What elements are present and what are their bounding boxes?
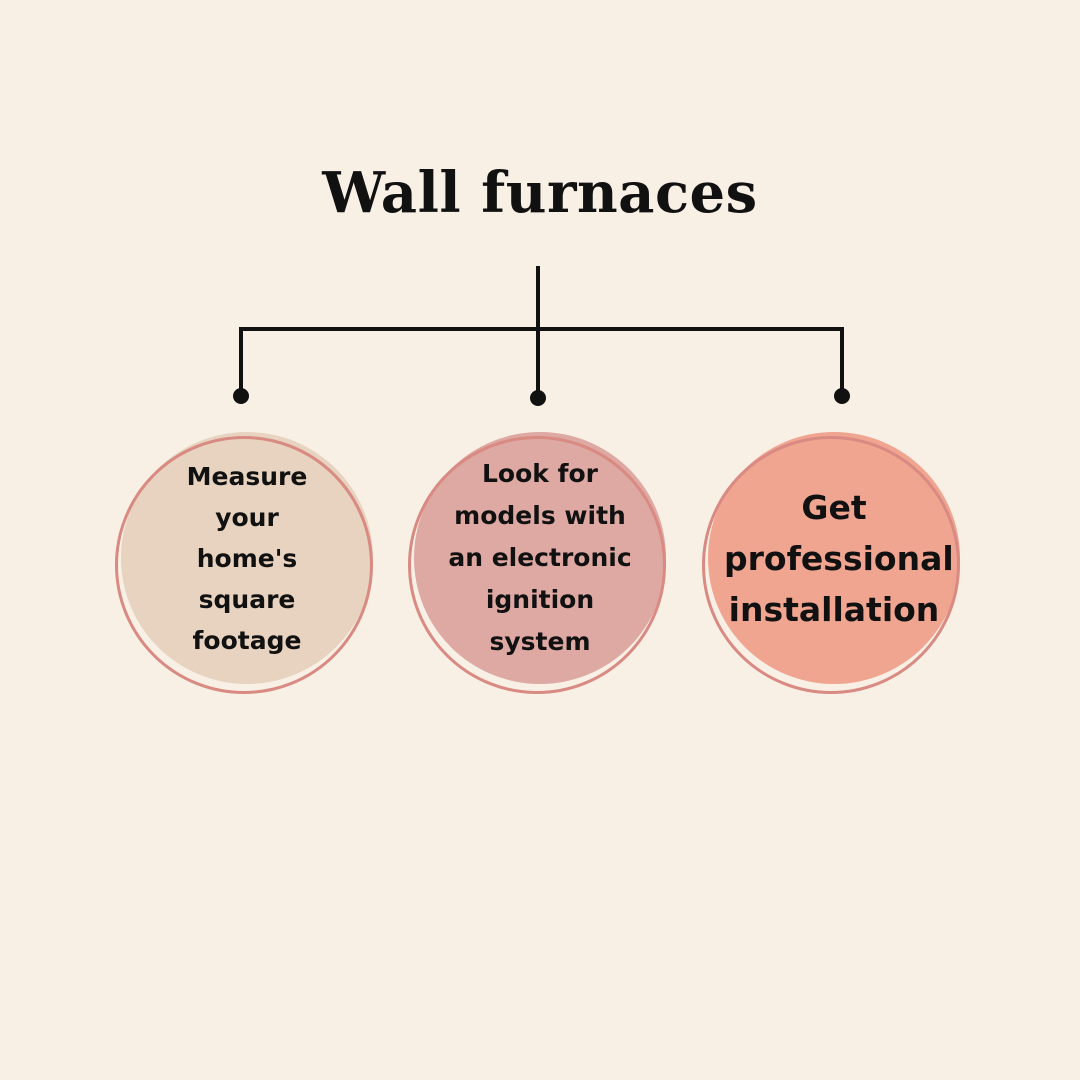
node-professional-installation: Get professional installation xyxy=(702,432,960,694)
node-label: Measure your home's square footage xyxy=(186,461,308,655)
connector-dot-left xyxy=(233,388,249,404)
connector-dot-center xyxy=(530,390,546,406)
node-electronic-ignition: Look for models with an electronic ignit… xyxy=(408,432,666,694)
node-label: Get professional installation xyxy=(724,487,954,629)
connector-dot-right xyxy=(834,388,850,404)
node-measure-footage: Measure your home's square footage xyxy=(115,432,373,694)
node-label: Look for models with an electronic ignit… xyxy=(448,459,632,656)
diagram-title: Wall furnaces xyxy=(322,160,758,226)
